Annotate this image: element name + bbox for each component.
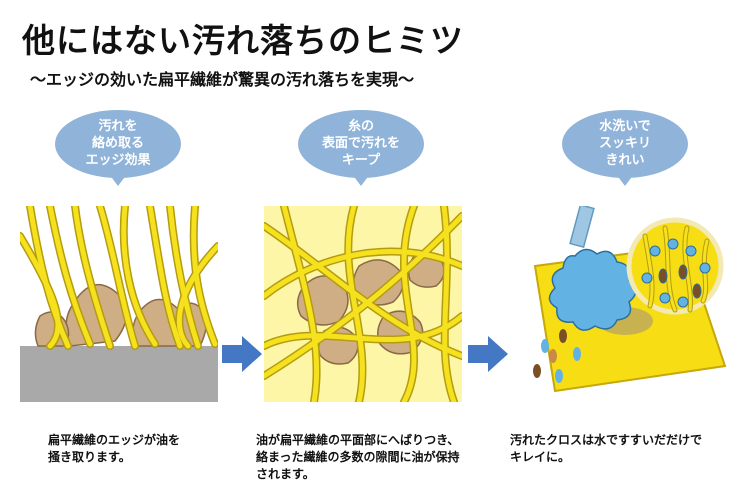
bubble-step-3: 水洗いで スッキリ きれい [560, 108, 690, 188]
bubble-step-1: 汚れを 絡め取る エッジ効果 [53, 108, 183, 188]
bubble-line: 絡め取る [91, 136, 144, 151]
surface [20, 346, 218, 402]
panel-edge-effect [20, 206, 218, 402]
right-arrow-icon [468, 336, 508, 372]
caption-line: 掻き取ります。 [48, 450, 131, 464]
page-subtitle: 〜エッジの効いた扁平繊維が驚異の汚れ落ちを実現〜 [30, 70, 415, 89]
faucet-stream [569, 206, 595, 249]
panel-keep-on-surface [264, 206, 462, 402]
caption-line: 油が扁平繊維の平面部にへばりつき、 [256, 433, 460, 447]
fibers [20, 206, 218, 350]
bubble-text-step-3: 水洗いで スッキリ きれい [560, 118, 690, 169]
bubble-text-step-2: 糸の 表面で汚れを キープ [296, 118, 426, 169]
caption-line: されます。 [256, 467, 315, 481]
bubble-line: スッキリ [598, 136, 651, 151]
bubble-line: 水洗いで [599, 119, 651, 134]
bubble-line: 汚れを [98, 119, 138, 134]
bubble-step-2: 糸の 表面で汚れを キープ [296, 108, 426, 188]
right-arrow-icon [222, 336, 262, 372]
bubble-line: 表面で汚れを [321, 136, 400, 151]
page-title: 他にはない汚れ落ちのヒミツ [22, 21, 464, 60]
caption-step-3: 汚れたクロスは水ですすいだだけで キレイに。 [510, 432, 702, 466]
caption-line: キレイに。 [510, 450, 571, 464]
caption-line: 絡まった繊維の多数の隙間に油が保持 [256, 450, 460, 464]
bubble-text-step-1: 汚れを 絡め取る エッジ効果 [53, 118, 183, 169]
magnify-circle-icon [626, 217, 724, 315]
bubble-line: きれい [605, 153, 645, 168]
bubble-line: エッジ効果 [85, 153, 151, 168]
speech-bubble-icon [55, 110, 181, 186]
fibers [264, 206, 462, 402]
caption-step-1: 扁平繊維のエッジが油を 掻き取ります。 [48, 432, 180, 466]
caption-step-2: 油が扁平繊維の平面部にへばりつき、 絡まった繊維の多数の隙間に油が保持 されます… [256, 432, 460, 483]
bubble-line: 糸の [347, 119, 374, 134]
water-splash-icon [548, 248, 637, 331]
bubble-line: キープ [341, 153, 381, 168]
panel-rinse-clean [533, 206, 727, 393]
speech-bubble-icon [562, 110, 688, 186]
caption-line: 汚れたクロスは水ですすいだだけで [510, 433, 703, 447]
speech-bubble-icon [298, 110, 424, 186]
caption-line: 扁平繊維のエッジが油を [48, 433, 181, 447]
water-drops [533, 329, 581, 383]
